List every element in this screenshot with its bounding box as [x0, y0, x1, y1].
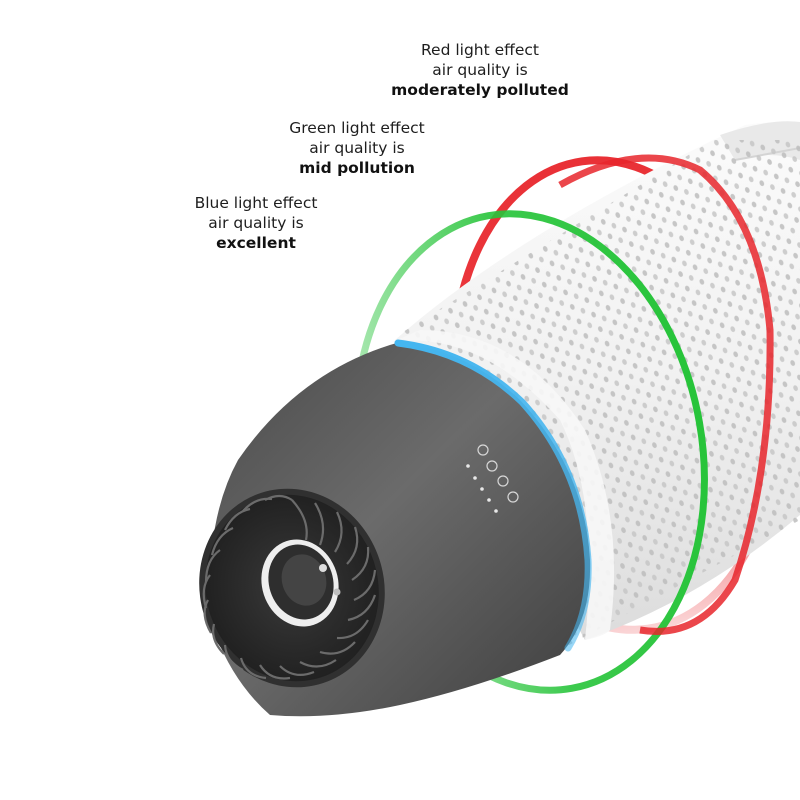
red-light-label: Red light effect air quality is moderate…: [380, 40, 580, 100]
green-light-status: mid pollution: [299, 159, 415, 177]
fan-grille-icon: [199, 488, 385, 688]
green-light-subtitle: air quality is: [309, 139, 405, 157]
blue-light-label: Blue light effect air quality is excelle…: [158, 193, 354, 253]
red-light-subtitle: air quality is: [432, 61, 528, 79]
blue-light-title: Blue light effect: [194, 194, 318, 212]
red-light-ring-front: [558, 154, 774, 635]
green-light-title: Green light effect: [289, 119, 425, 137]
control-panel-icons: [466, 444, 519, 513]
blue-light-ring: [394, 339, 592, 652]
indicator-dots: [466, 464, 498, 513]
red-light-status: moderately polluted: [391, 81, 569, 99]
green-light-label: Green light effect air quality is mid po…: [262, 118, 452, 178]
blue-light-subtitle: air quality is: [208, 214, 304, 232]
blue-light-status: excellent: [216, 234, 296, 252]
red-light-title: Red light effect: [420, 41, 539, 59]
